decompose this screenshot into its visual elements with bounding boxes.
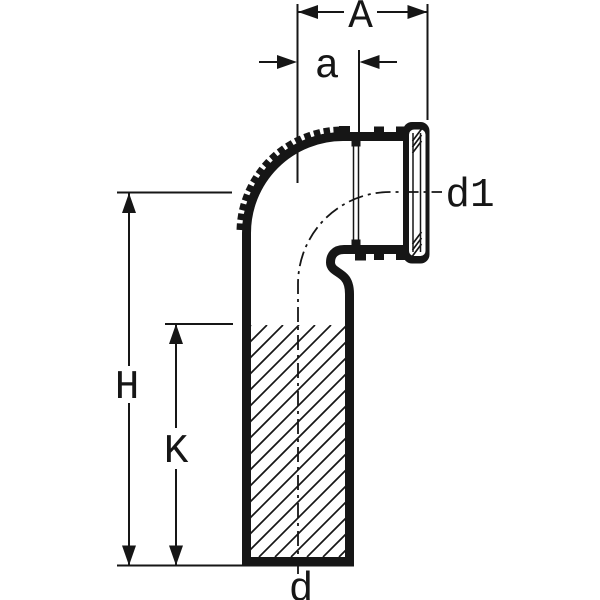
extension-lines [117, 4, 429, 567]
dim-label-A: A [348, 0, 373, 40]
gasket-hatch-top [411, 128, 423, 154]
arrow-left-icon [359, 55, 380, 69]
inner-wall [325, 245, 407, 566]
stop-ridge-bump [351, 239, 361, 246]
rib [374, 126, 384, 133]
dimension-H: H [115, 193, 140, 566]
arrow-down-icon [169, 545, 183, 566]
arrow-up-icon [122, 193, 136, 213]
arrow-right-icon [277, 55, 297, 69]
outer-wall [242, 132, 407, 566]
insertion-depth-hatch [251, 325, 345, 557]
dimension-a: a [259, 44, 397, 90]
rib [339, 126, 350, 133]
dim-label-a: a [315, 44, 340, 90]
dim-label-H: H [115, 365, 140, 411]
dim-label-K: K [164, 429, 189, 475]
gasket-hatch-bottom [411, 231, 423, 257]
outlet-ribs [339, 126, 405, 261]
arrow-up-icon [169, 324, 183, 344]
corrugation-teeth [236, 126, 341, 231]
dimension-A: A [298, 0, 428, 40]
arrow-down-icon [122, 545, 136, 566]
rib [374, 253, 384, 260]
dimension-K: K [164, 324, 189, 566]
rib [355, 253, 366, 261]
arrow-left-icon [298, 5, 318, 19]
stop-ridge-bump [351, 140, 361, 147]
rib [396, 253, 405, 260]
dim-label-d: d [289, 567, 314, 600]
socket-stop-ridge [351, 140, 361, 246]
rib [396, 126, 405, 133]
centerline [297, 191, 442, 574]
dim-label-d1: d1 [445, 173, 494, 219]
arrow-right-icon [407, 5, 428, 19]
